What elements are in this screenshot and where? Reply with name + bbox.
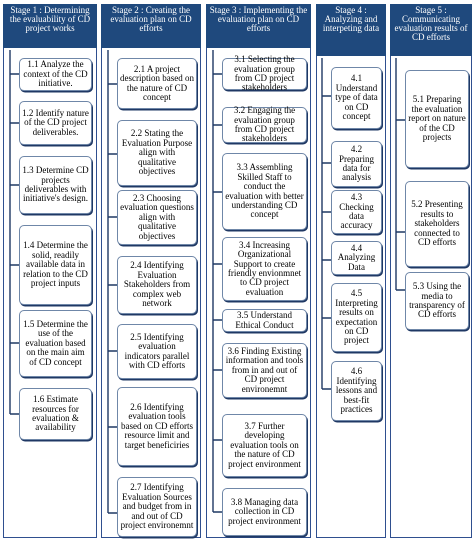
stage-4-header: Stage 4 : Analyzing and interpeting data bbox=[316, 4, 386, 56]
step-3-7-box: 3.7 Further developing evaluation tools … bbox=[222, 414, 307, 477]
stage-2-header-text: Stage 2 : Creating the evaluation plan o… bbox=[110, 5, 192, 33]
stage-4-header-text: Stage 4 : Analyzing and interpeting data bbox=[322, 5, 380, 33]
step-3-8-box: 3.8 Managing data collection in CD proje… bbox=[222, 488, 307, 536]
step-4-1-text: 4.1 Understand type of data on CD concep… bbox=[335, 73, 378, 122]
step-5-3-box: 5.3 Using the media to transparency of C… bbox=[405, 272, 469, 330]
step-2-3-text: 2.3 Choosing evaluation questions align … bbox=[120, 192, 194, 241]
step-2-7-text: 2.7 Identifying Evaluation Sources and b… bbox=[120, 482, 194, 531]
step-1-6-text: 1.6 Estimate resources for evaluation & … bbox=[32, 394, 79, 433]
step-4-2-box: 4.2 Preparing data for analysis bbox=[331, 141, 382, 187]
stage-4-stub bbox=[322, 95, 331, 390]
step-3-5-text: 3.5 Understand Ethical Conduct bbox=[235, 310, 294, 330]
step-2-5-box: 2.5 Identifying evaluation indicators pa… bbox=[117, 324, 197, 379]
step-3-6-box: 3.6 Finding Existing information and too… bbox=[222, 343, 307, 398]
step-3-4-text: 3.4 Increasing Organizational Support to… bbox=[227, 239, 302, 297]
step-2-6-text: 2.6 Identifying evaluation tools based o… bbox=[120, 401, 194, 450]
step-1-5-text: 1.5 Determine the use of the evaluation … bbox=[23, 318, 88, 367]
stage-2-header: Stage 2 : Creating the evaluation plan o… bbox=[101, 4, 201, 48]
stage-5-stub bbox=[396, 119, 405, 291]
step-5-2-text: 5.2 Presenting results to stakeholders c… bbox=[411, 199, 463, 248]
stage-5-header-text: Stage 5 : Communicating evaluation resul… bbox=[394, 5, 468, 42]
step-1-4-box: 1.4 Determine the solid, readily availab… bbox=[19, 225, 92, 305]
step-4-6-text: 4.6 Identifying lessons and best-fit pra… bbox=[335, 366, 378, 415]
step-3-8-text: 3.8 Managing data collection in CD proje… bbox=[228, 496, 301, 526]
step-4-5-text: 4.5 Interpreting results on expectation … bbox=[335, 288, 378, 346]
step-1-1-box: 1.1 Analyze the context of the CD initia… bbox=[19, 58, 92, 91]
stage-1-stub bbox=[10, 73, 19, 415]
step-3-2-text: 3.2 Engaging the evaluation group from C… bbox=[233, 105, 296, 144]
step-1-3-text: 1.3 Determine CD projects deliverables w… bbox=[22, 165, 89, 204]
step-4-4-box: 4.4 Analyzing Data bbox=[331, 241, 382, 275]
step-4-5-box: 4.5 Interpreting results on expectation … bbox=[331, 283, 382, 352]
step-4-1-box: 4.1 Understand type of data on CD concep… bbox=[331, 67, 382, 129]
step-2-5-text: 2.5 Identifying evaluation indicators pa… bbox=[124, 331, 190, 370]
step-3-5-box: 3.5 Understand Ethical Conduct bbox=[222, 309, 307, 332]
step-2-3-box: 2.3 Choosing evaluation questions align … bbox=[117, 190, 197, 245]
stage-3-header: Stage 3 : Implementing the evaluation pl… bbox=[206, 4, 311, 48]
stage-3-header-text: Stage 3 : Implementing the evaluation pl… bbox=[209, 5, 308, 33]
step-3-4-box: 3.4 Increasing Organizational Support to… bbox=[222, 237, 307, 301]
step-5-3-text: 5.3 Using the media to transparency of C… bbox=[409, 281, 465, 320]
stage-1-header: Stage 1 : Determining the evaluability o… bbox=[3, 4, 97, 48]
step-2-1-box: 2.1 A project description based on the n… bbox=[117, 58, 197, 109]
step-2-1-text: 2.1 A project description based on the n… bbox=[120, 63, 194, 102]
step-2-6-box: 2.6 Identifying evaluation tools based o… bbox=[117, 387, 197, 466]
step-4-6-box: 4.6 Identifying lessons and best-fit pra… bbox=[331, 361, 382, 421]
stage-5-header: Stage 5 : Communicating evaluation resul… bbox=[390, 4, 472, 56]
step-3-3-text: 3.3 Assembling Skilled Staff to conduct … bbox=[225, 162, 304, 220]
step-4-4-text: 4.4 Analyzing Data bbox=[337, 242, 376, 272]
step-3-1-box: 3.1 Selecting the evaluation group from … bbox=[222, 54, 307, 93]
step-3-7-text: 3.7 Further developing evaluation tools … bbox=[228, 420, 301, 469]
step-1-3-box: 1.3 Determine CD projects deliverables w… bbox=[19, 156, 92, 214]
step-1-4-text: 1.4 Determine the solid, readily availab… bbox=[23, 240, 88, 289]
step-2-4-box: 2.4 Identifying Evaluation Stakeholders … bbox=[117, 256, 197, 314]
stage-2-stub bbox=[108, 83, 117, 514]
step-3-2-box: 3.2 Engaging the evaluation group from C… bbox=[222, 105, 307, 144]
step-1-5-box: 1.5 Determine the use of the evaluation … bbox=[19, 310, 92, 377]
step-3-3-box: 3.3 Assembling Skilled Staff to conduct … bbox=[222, 153, 307, 230]
step-4-2-text: 4.2 Preparing data for analysis bbox=[339, 144, 374, 183]
step-2-2-text: 2.2 Stating the Evaluation Purpose align… bbox=[121, 128, 193, 177]
step-1-2-box: 1.2 Identify nature of the CD project de… bbox=[19, 101, 92, 145]
stage-3-stub bbox=[213, 73, 222, 513]
step-4-3-text: 4.3 Checking data accuracy bbox=[339, 192, 374, 231]
stage-1-header-text: Stage 1 : Determining the evaluability o… bbox=[9, 5, 91, 33]
step-3-1-text: 3.1 Selecting the evaluation group from … bbox=[234, 54, 295, 93]
step-1-6-box: 1.6 Estimate resources for evaluation & … bbox=[19, 388, 92, 440]
step-1-1-text: 1.1 Analyze the context of the CD initia… bbox=[23, 59, 88, 89]
step-5-1-box: 5.1 Preparing the evaluation report on n… bbox=[405, 70, 469, 168]
step-4-3-box: 4.3 Checking data accuracy bbox=[331, 190, 382, 234]
step-5-2-box: 5.2 Presenting results to stakeholders c… bbox=[405, 181, 469, 267]
step-3-6-text: 3.6 Finding Existing information and too… bbox=[225, 345, 304, 394]
step-2-2-box: 2.2 Stating the Evaluation Purpose align… bbox=[117, 120, 197, 186]
step-2-4-text: 2.4 Identifying Evaluation Stakeholders … bbox=[123, 260, 191, 309]
step-2-7-box: 2.7 Identifying Evaluation Sources and b… bbox=[117, 477, 197, 537]
step-5-1-text: 5.1 Preparing the evaluation report on n… bbox=[408, 94, 466, 143]
step-1-2-text: 1.2 Identify nature of the CD project de… bbox=[22, 107, 89, 137]
